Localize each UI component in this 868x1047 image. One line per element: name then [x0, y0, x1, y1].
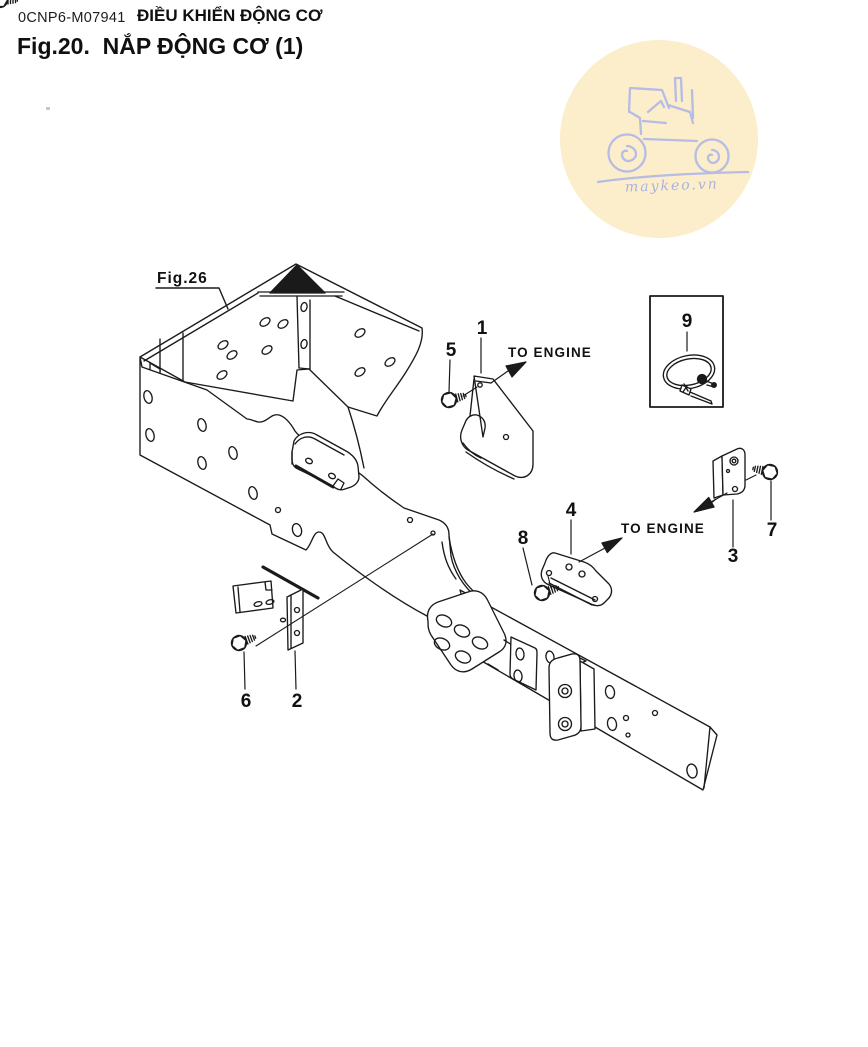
part-1-bracket	[460, 375, 534, 480]
watermark: maykeo.vn	[560, 40, 758, 238]
bolt-7	[750, 460, 780, 482]
bolt-6	[228, 629, 259, 654]
to-engine-callout-2: TO ENGINE	[621, 521, 705, 536]
alignment-line-6	[255, 533, 434, 647]
part-label-8: 8	[518, 528, 529, 549]
alignment-line-7	[745, 474, 757, 481]
alignment-line-5	[462, 386, 478, 397]
stray-mark	[46, 107, 50, 110]
part-2-bracket	[232, 565, 320, 651]
part-label-4: 4	[566, 500, 577, 521]
rear-wall-holes	[216, 301, 396, 380]
part-label-6: 6	[241, 691, 252, 712]
chassis-box-rear	[139, 263, 423, 469]
part-label-2: 2	[292, 691, 303, 712]
part-3-bracket	[710, 447, 746, 504]
part-9-box	[649, 295, 724, 408]
figure-reference-label: Fig.26	[157, 270, 208, 287]
alignment-line-8	[547, 575, 552, 589]
callout-leaders	[155, 287, 772, 690]
part-label-3: 3	[728, 546, 739, 567]
mount-block	[426, 590, 513, 673]
figure-title: Fig.20. NẮP ĐỘNG CƠ (1)	[17, 33, 304, 59]
bolt-5	[439, 387, 469, 410]
part-label-9: 9	[682, 311, 693, 332]
spacer-block	[548, 653, 596, 741]
rail-holes	[143, 389, 436, 538]
hose-clamp	[662, 354, 717, 405]
part-label-1: 1	[477, 318, 488, 339]
watermark-site-text: maykeo.vn	[625, 176, 719, 195]
part-label-7: 7	[767, 520, 778, 541]
to-engine-arrows	[490, 361, 728, 563]
tractor-logo-icon	[596, 76, 750, 184]
document-code: 0CNP6-M07941	[18, 10, 126, 26]
chassis-rail	[139, 356, 478, 617]
saddle-bracket	[291, 431, 360, 491]
part-label-5: 5	[446, 340, 457, 361]
section-title: ĐIỀU KHIỂN ĐỘNG CƠ	[137, 6, 323, 25]
mount-block-holes	[433, 614, 489, 664]
to-engine-callout-1: TO ENGINE	[508, 345, 592, 360]
bolt-icon	[0, 0, 18, 9]
part-4-bracket	[540, 552, 613, 607]
side-plate	[509, 636, 538, 691]
